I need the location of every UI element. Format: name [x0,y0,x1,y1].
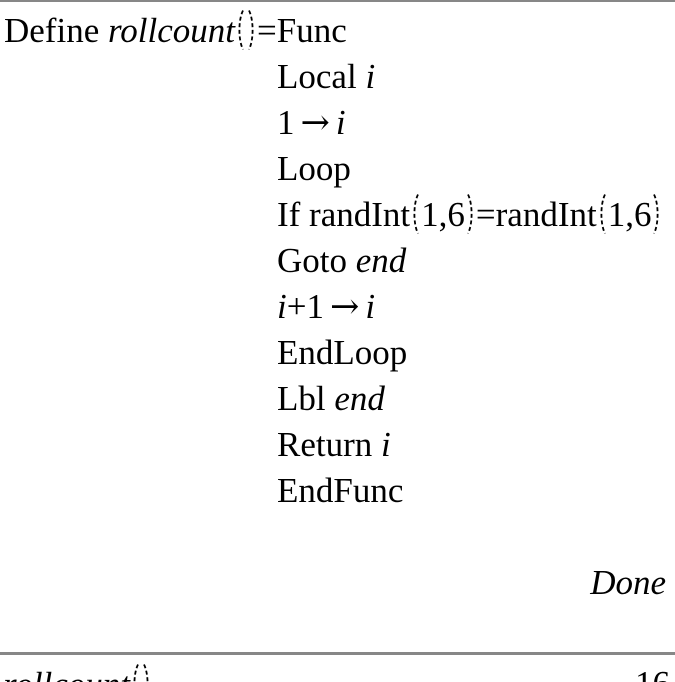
code-text: 1,6 [421,195,465,234]
program-line: If randInt 1,6 =randInt 1,6 [277,192,671,238]
paren-open-icon [133,664,139,682]
code-text: 1 [277,103,295,142]
code-text: i [365,287,376,326]
code-text: +1 [286,287,324,326]
code-text: rollcount [3,665,130,682]
paren-open-icon [413,194,419,234]
program-line: Lbl end [277,376,671,422]
code-text: i [365,57,376,96]
program-line: EndFunc [277,468,671,514]
code-text: = [257,11,277,50]
paren-open-icon [238,10,244,50]
code-text: randInt [495,195,597,234]
code-text: Return [277,425,382,464]
code-text: EndFunc [277,471,404,510]
code-text: Func [276,11,347,50]
store-arrow-icon: → [300,103,330,143]
program-line: EndLoop [277,330,671,376]
program-line: Goto end [277,238,671,284]
program-line: 1→i [277,100,671,146]
program-line: Return i [277,422,671,468]
code-text: Goto [277,241,356,280]
program-line: Local i [277,54,671,100]
code-text: 1,6 [607,195,652,234]
code-text: = [475,195,496,234]
expression: rollcount [3,663,152,682]
paren-close-icon [248,10,254,50]
code-text: i [335,103,346,142]
code-text: Define [4,11,108,50]
code-text: rollcount [107,11,236,50]
code-text: EndLoop [277,333,408,372]
code-text: Loop [277,149,351,188]
result-value: 16 [635,664,670,682]
code-text: Local [277,57,366,96]
code-text: If randInt [277,195,411,234]
paren-close-icon [653,194,659,234]
program-result-line: Done [4,514,671,652]
code-text: Lbl [277,379,335,418]
program-line: Loop [277,146,671,192]
paren-open-icon [600,194,606,234]
entry-separator [0,652,675,655]
history-entry-1[interactable]: rollcount 16 [0,655,675,682]
store-arrow-icon: → [329,287,360,327]
program-line: Define rollcount =Func [4,8,671,54]
code-text: end [334,379,385,418]
program-result: Done [590,563,666,602]
code-text: end [355,241,407,280]
code-text: i [277,287,287,326]
code-text: i [381,425,391,464]
program-line: i+1→i [277,284,671,330]
paren-close-icon [467,194,473,234]
paren-close-icon [143,664,149,682]
